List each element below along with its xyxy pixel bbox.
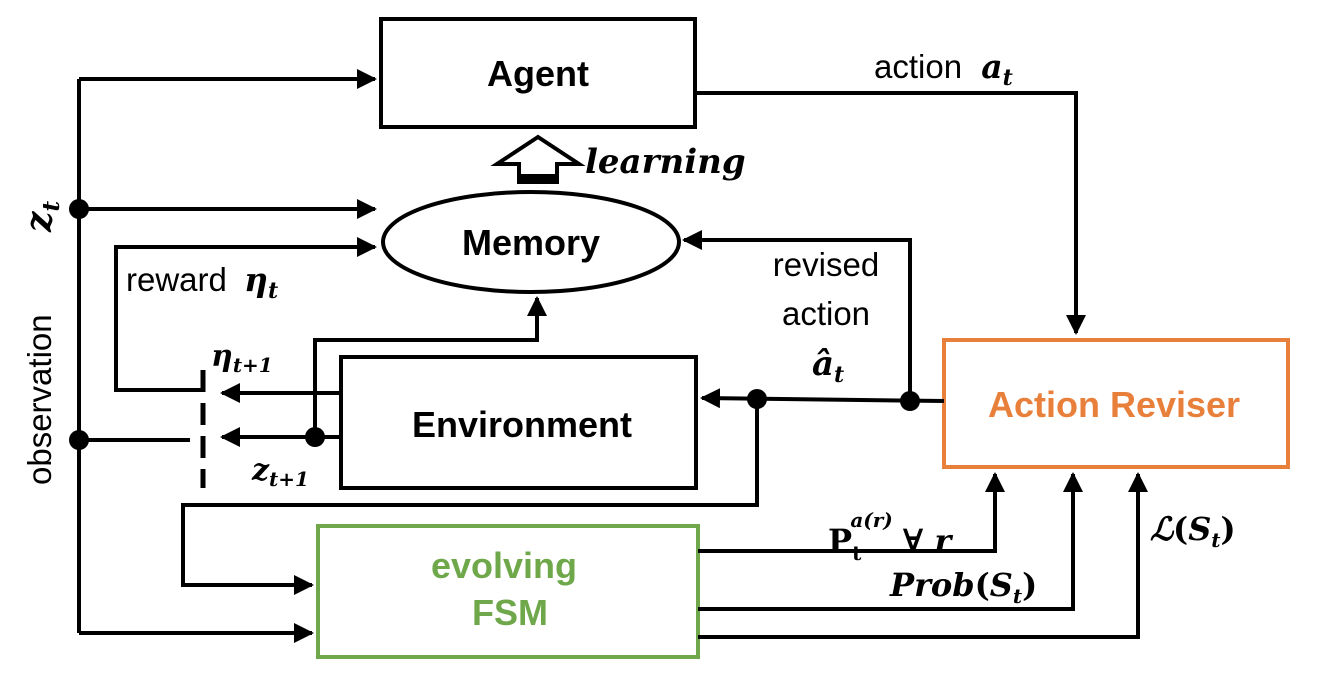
loss-arg: S <box>1188 510 1211 548</box>
z-symbol: z <box>18 210 60 233</box>
environment-to-memory-arrow <box>313 296 547 437</box>
action-reviser-node: Action Reviser <box>942 338 1290 469</box>
memory-node: Memory <box>381 190 681 294</box>
eta-symbol: η <box>244 260 268 299</box>
z-next-subscript: t+1 <box>269 467 309 491</box>
z-next-symbol: z <box>251 453 270 488</box>
junction-dot-revised <box>900 391 920 411</box>
fsm-loss-to-reviser-arrow <box>698 472 1148 639</box>
z-subscript: t <box>38 201 65 212</box>
learning-label: learning <box>585 142 746 182</box>
loss-label: ℒ(St) <box>1150 510 1236 552</box>
learning-arrow-base <box>519 174 557 184</box>
p-label: Pt a(r) ∀ r <box>828 508 953 565</box>
prob-name: Prob <box>889 566 975 604</box>
agent-node: Agent <box>379 17 697 129</box>
action-to-reviser-arrow <box>695 91 1086 335</box>
prob-label: Prob(St) <box>889 566 1037 608</box>
eta-next-subscript: t+1 <box>233 353 273 377</box>
z-t-label: zt <box>18 201 65 233</box>
fsm-p-to-reviser-arrow <box>698 472 1005 553</box>
fsm-label-line1: evolving <box>431 545 577 586</box>
junction-dot-fsm-feed <box>747 389 767 409</box>
observation-label: observation <box>21 314 58 485</box>
z-next-label: zt+1 <box>251 453 309 491</box>
junction-dot-environment <box>305 427 325 447</box>
environment-node: Environment <box>339 355 698 490</box>
environment-label: Environment <box>412 404 632 445</box>
action-reviser-label: Action Reviser <box>988 384 1240 425</box>
eta-next-label: ηt+1 <box>211 339 273 377</box>
ahat-label: ât <box>812 344 844 388</box>
loss-symbol: ℒ <box>1150 510 1175 548</box>
p-subscript: t <box>852 541 862 565</box>
loss-subscript: t <box>1211 528 1221 552</box>
ahat-subscript: t <box>834 362 844 388</box>
action-label: action at <box>874 47 1013 91</box>
fsm-label-line2: FSM <box>472 592 548 633</box>
revised-action-to-fsm-arrow <box>181 399 759 595</box>
reward-word: reward <box>126 261 227 298</box>
reward-to-memory-arrow <box>114 237 377 392</box>
fsm-node: evolving FSM <box>316 524 700 659</box>
revised-action-to-memory-arrow <box>682 230 912 401</box>
p-symbol: P <box>828 522 852 560</box>
eta-subscript: t <box>268 278 278 304</box>
ahat-symbol: â <box>812 344 834 384</box>
revised-action-line1: revised <box>773 246 879 283</box>
agent-label: Agent <box>487 53 589 94</box>
action-word: action <box>874 48 962 85</box>
prob-subscript: t <box>1013 584 1023 608</box>
eta-next-symbol: η <box>211 339 233 374</box>
action-subscript: t <box>1003 65 1013 91</box>
action-symbol: a <box>981 47 1002 86</box>
p-forall: ∀ r <box>903 522 954 560</box>
revised-action-line2: action <box>782 295 870 332</box>
memory-label: Memory <box>462 222 600 263</box>
reward-label: reward ηt <box>126 260 278 304</box>
junction-dot-observation-z <box>69 430 89 450</box>
junction-dot-observation-memory <box>69 199 89 219</box>
fsm-prob-to-reviser-arrow <box>698 472 1083 611</box>
prob-arg: S <box>990 566 1013 604</box>
p-superscript: a(r) <box>850 508 892 532</box>
